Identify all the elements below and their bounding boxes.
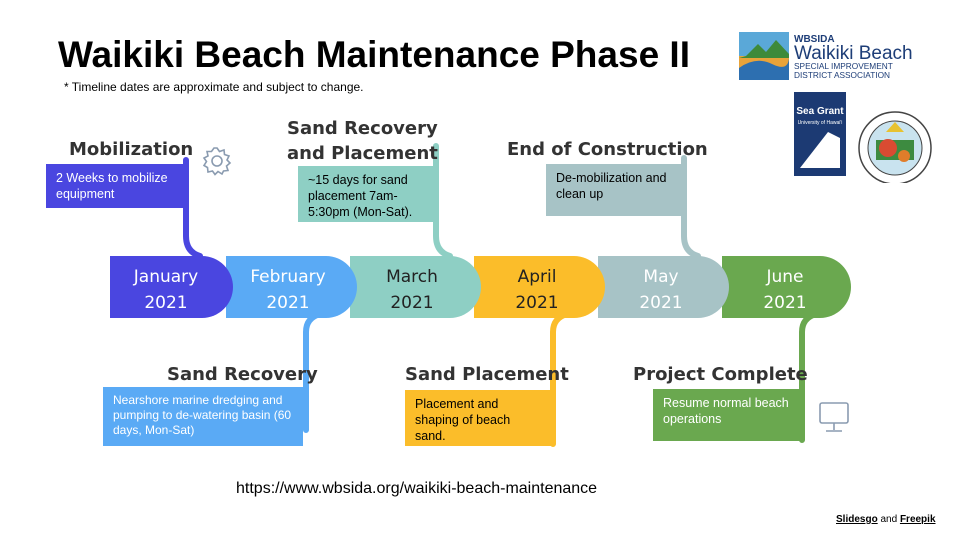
month-name-may: May: [643, 267, 678, 287]
month-year-march: 2021: [390, 293, 433, 313]
month-year-may: 2021: [639, 293, 682, 313]
heading-end-of-construction: End of Construction: [507, 139, 708, 160]
box-sand-recovery-placement: ~15 days for sand placement 7am-5:30pm (…: [298, 166, 438, 222]
month-name-june: June: [765, 267, 803, 287]
wbsida-sub2-text: DISTRICT ASSOCIATION: [794, 70, 890, 80]
seagrant-sub-text: University of Hawai'i: [798, 120, 843, 126]
box-project-complete: Resume normal beach operations: [653, 389, 800, 441]
month-year-april: 2021: [515, 293, 558, 313]
gear-icon: [202, 147, 232, 176]
seagrant-logo: Sea Grant University of Hawai'i: [794, 92, 846, 176]
wbsida-small-text: WBSIDA: [794, 34, 835, 45]
monitor-icon: [819, 402, 849, 432]
month-year-february: 2021: [266, 293, 309, 313]
heading-sand-recovery: Sand Recovery: [167, 364, 318, 385]
month-name-march: March: [386, 267, 438, 287]
heading-sand-recovery-placement-1: Sand Recovery: [287, 118, 438, 139]
segment-february: [226, 256, 357, 318]
credit-line: Slidesgo and Freepik: [836, 514, 936, 525]
segment-march: [350, 256, 481, 318]
page-title: Waikiki Beach Maintenance Phase II: [58, 34, 690, 75]
seagrant-text: Sea Grant: [796, 106, 844, 117]
month-name-april: April: [518, 267, 557, 287]
project-url[interactable]: https://www.wbsida.org/waikiki-beach-mai…: [236, 480, 598, 497]
box-sand-recovery: Nearshore marine dredging and pumping to…: [103, 387, 303, 446]
heading-sand-placement: Sand Placement: [405, 364, 569, 385]
text-sand-recovery: Nearshore marine dredging and pumping to…: [113, 393, 292, 437]
wbsida-logo: WBSIDA Waikiki Beach SPECIAL IMPROVEMENT…: [739, 32, 913, 80]
segment-january: [110, 256, 233, 318]
text-sand-placement: Placement and shaping of beach sand.: [415, 397, 511, 443]
slidesgo-link[interactable]: Slidesgo: [836, 514, 878, 525]
connector-january: [183, 157, 203, 259]
text-sand-recovery-placement: ~15 days for sand placement 7am-5:30pm (…: [308, 173, 413, 219]
month-year-june: 2021: [763, 293, 806, 313]
box-mobilization: 2 Weeks to mobilize equipment: [46, 164, 186, 208]
text-mobilization: 2 Weeks to mobilize equipment: [56, 171, 168, 201]
text-end-of-construction: De-mobilization and clean up: [556, 171, 667, 201]
heading-sand-recovery-placement-2: and Placement: [287, 143, 438, 164]
freepik-link[interactable]: Freepik: [899, 514, 936, 525]
segment-april: [474, 256, 605, 318]
disclaimer: * Timeline dates are approximate and sub…: [64, 80, 364, 94]
heading-project-complete: Project Complete: [633, 364, 808, 385]
logos: WBSIDA Waikiki Beach SPECIAL IMPROVEMENT…: [739, 32, 932, 183]
credit-and: and: [880, 514, 898, 525]
heading-mobilization: Mobilization: [69, 139, 194, 160]
connector-may: [681, 155, 701, 259]
connector-march: [433, 143, 453, 259]
dlnr-seal-icon: [858, 111, 932, 183]
text-project-complete: Resume normal beach operations: [663, 396, 789, 426]
segment-may: [598, 256, 729, 318]
month-year-january: 2021: [144, 293, 187, 313]
wbsida-main-text: Waikiki Beach: [794, 43, 913, 64]
segment-june: [722, 256, 851, 318]
wbsida-sub1-text: SPECIAL IMPROVEMENT: [794, 61, 893, 71]
box-end-of-construction: De-mobilization and clean up: [546, 164, 687, 216]
box-sand-placement: Placement and shaping of beach sand.: [405, 390, 552, 446]
month-name-february: February: [250, 267, 325, 287]
month-name-january: January: [133, 267, 198, 287]
